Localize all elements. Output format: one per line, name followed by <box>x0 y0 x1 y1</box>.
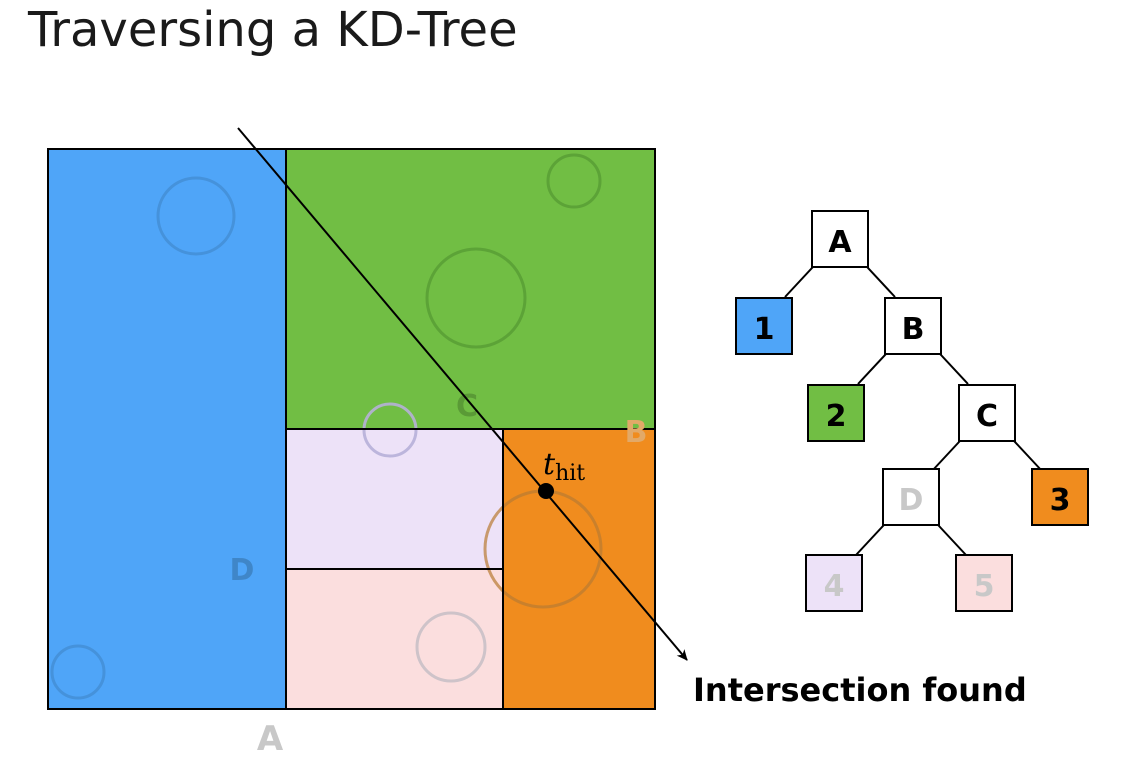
tree-leaf-3-label: 3 <box>1050 483 1071 518</box>
tree-leaf-1-box <box>735 297 793 355</box>
tree-leaf-5: 5 <box>955 554 1013 612</box>
kd-tree: A B C D 1 2 3 4 <box>735 210 1089 612</box>
split-label-d: D <box>230 553 255 588</box>
split-lines <box>47 148 656 710</box>
hit-label: thit <box>543 447 585 486</box>
ray <box>237 127 688 661</box>
result-caption: Intersection found <box>693 671 1027 709</box>
tree-node-a-box <box>811 210 869 268</box>
tree-leaf-3: 3 <box>1031 468 1089 526</box>
tree-node-a-label: A <box>828 225 852 260</box>
tree-node-b-box <box>884 297 942 355</box>
split-label-a: A <box>257 719 284 759</box>
tree-node-d-label: D <box>899 483 924 518</box>
tree-node-c: C <box>958 384 1016 442</box>
tree-node-a: A <box>811 210 869 268</box>
space-partition: A B C D thit Intersection found <box>47 127 1027 759</box>
region-leaf-3 <box>503 429 655 709</box>
region-leaf-4 <box>286 429 503 569</box>
tree-leaf-2-label: 2 <box>826 399 847 434</box>
circle-primitive <box>546 153 602 209</box>
circle-primitive <box>425 247 527 349</box>
tree-node-b: B <box>884 297 942 355</box>
circle-primitive <box>50 644 106 700</box>
region-leaf-1 <box>48 149 286 709</box>
tree-leaf-3-box <box>1031 468 1089 526</box>
tree-leaf-2-box <box>807 384 865 442</box>
tree-leaf-4: 4 <box>805 554 863 612</box>
tree-leaf-1-label: 1 <box>754 312 775 347</box>
split-label-b: B <box>625 415 648 450</box>
tree-leaf-5-box <box>955 554 1013 612</box>
region-leaf-2 <box>286 149 655 429</box>
hit-point <box>538 483 554 499</box>
tree-node-b-label: B <box>902 312 925 347</box>
tree-leaf-4-label: 4 <box>824 569 845 604</box>
tree-leaf-2: 2 <box>807 384 865 442</box>
tree-leaf-1: 1 <box>735 297 793 355</box>
tree-node-c-label: C <box>976 399 998 434</box>
tree-leaf-4-box <box>805 554 863 612</box>
circle-primitive <box>415 611 487 683</box>
region-leaf-5 <box>286 569 503 709</box>
hit-label-sub: hit <box>555 461 585 486</box>
slide-title: Traversing a KD-Tree <box>28 2 518 58</box>
tree-leaf-5-label: 5 <box>974 569 995 604</box>
hit-label-var: t <box>543 447 556 482</box>
circle-primitive <box>156 176 236 256</box>
tree-node-d-box <box>882 468 940 526</box>
tree-node-d: D <box>882 468 940 526</box>
tree-node-c-box <box>958 384 1016 442</box>
split-label-c: C <box>456 389 478 424</box>
